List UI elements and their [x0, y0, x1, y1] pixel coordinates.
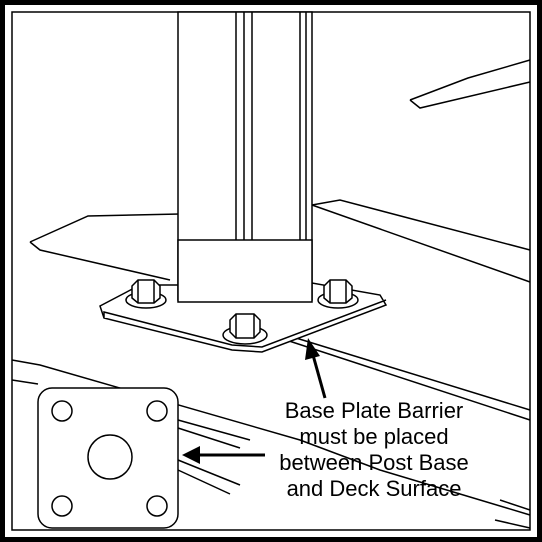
- callout-line-1: Base Plate Barrier: [284, 398, 464, 423]
- base-plate-barrier-icon: [37, 387, 179, 529]
- hex-bolt-icon: [222, 313, 268, 345]
- arrow-to-barrier: [182, 446, 265, 464]
- arrow-to-plate: [305, 338, 327, 399]
- callout-line-3: between Post Base: [279, 450, 469, 475]
- hex-bolt-icon: [317, 279, 359, 309]
- callout-text: Base Plate Barrier must be placed betwee…: [258, 398, 490, 502]
- hex-bolt-icon: [125, 279, 167, 309]
- post-base-cover: [177, 239, 313, 303]
- deck-boards: [11, 59, 531, 529]
- callout-line-4: and Deck Surface: [286, 476, 462, 501]
- callout-line-2: must be placed: [299, 424, 449, 449]
